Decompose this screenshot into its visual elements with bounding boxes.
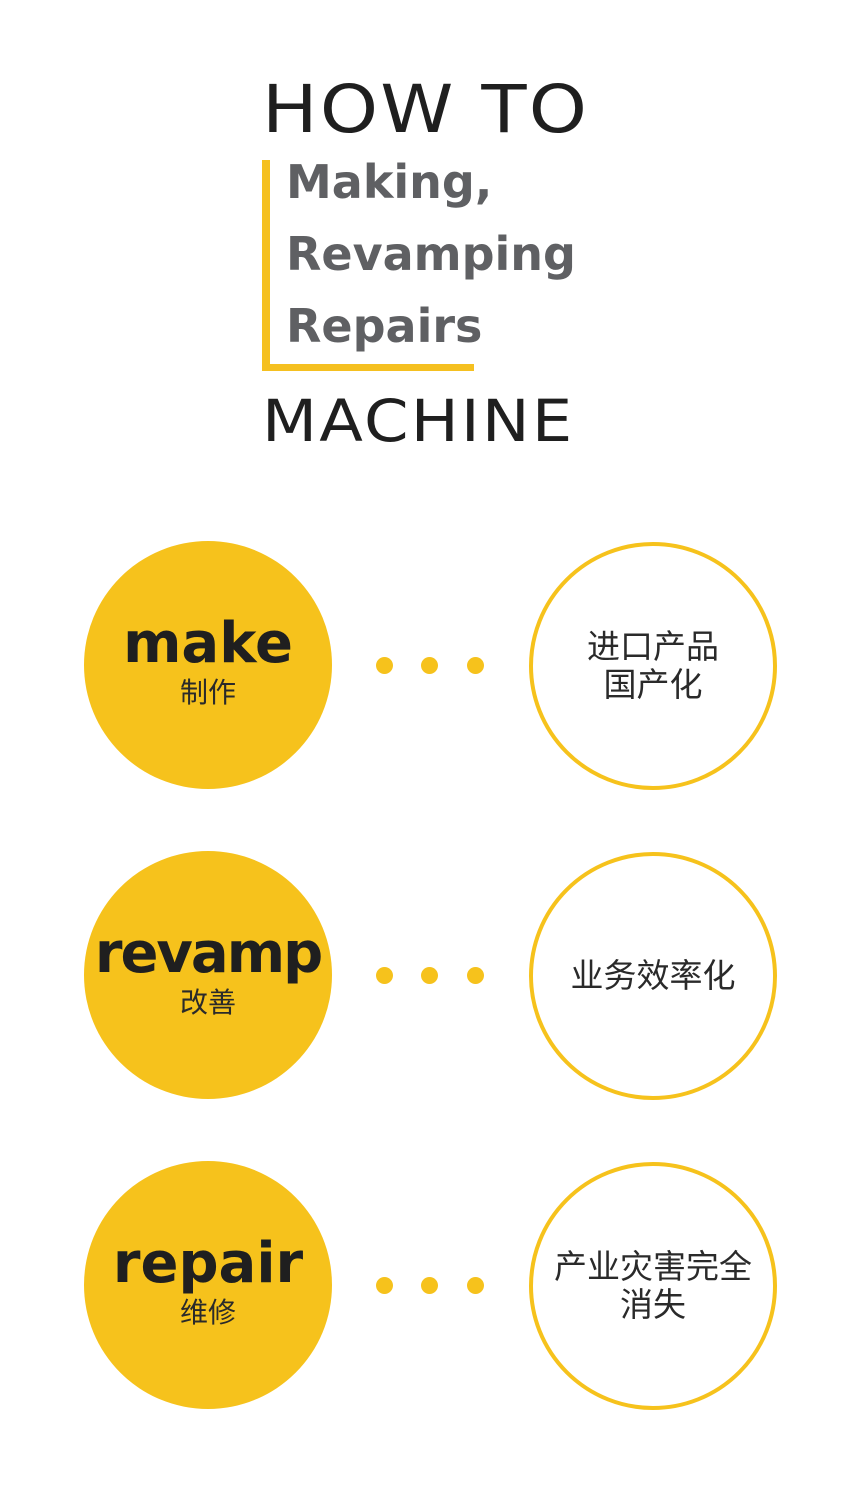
make-chinese-label: 制作 — [179, 676, 236, 709]
connector-dot — [376, 657, 393, 674]
repair-result-line-2: 消失 — [620, 1285, 686, 1324]
machine-title: MACHINE — [262, 387, 575, 455]
repair-result-text: 产业灾害完全 消失 — [546, 1248, 760, 1324]
subtitle-revamping: Revamping — [286, 227, 576, 281]
revamp-result-circle: 业务效率化 — [529, 852, 777, 1100]
connector-dot — [421, 1277, 438, 1294]
revamp-result-line-1: 业务效率化 — [570, 956, 736, 995]
connector-dot — [376, 1277, 393, 1294]
connector-dot — [467, 657, 484, 674]
subtitle-repairs: Repairs — [286, 299, 483, 353]
row-revamp: revamp 改善 业务效率化 — [0, 851, 860, 1101]
connector-dot — [376, 967, 393, 984]
connector-dot — [467, 1277, 484, 1294]
row-make: make 制作 进口产品 国产化 — [0, 541, 860, 791]
repair-chinese-label: 维修 — [179, 1296, 236, 1329]
subtitle-making: Making, — [286, 155, 493, 209]
repair-result-circle: 产业灾害完全 消失 — [529, 1162, 777, 1410]
make-result-line-1: 进口产品 — [587, 627, 719, 666]
connector-dot — [421, 967, 438, 984]
subtitle-block: Making, Revamping Repairs — [286, 146, 606, 362]
make-label: make — [123, 611, 293, 676]
repair-result-line-1: 产业灾害完全 — [554, 1247, 752, 1286]
accent-bracket-horizontal — [262, 364, 474, 371]
make-result-text: 进口产品 国产化 — [579, 628, 727, 704]
repair-label: repair — [112, 1231, 304, 1296]
revamp-result-text: 业务效率化 — [563, 957, 744, 995]
connector-dots — [376, 1277, 488, 1295]
revamp-label: revamp — [94, 921, 323, 986]
how-to-title: HOW TO — [262, 71, 590, 148]
repair-circle: repair 维修 — [84, 1161, 332, 1409]
connector-dots — [376, 657, 488, 675]
connector-dot — [467, 967, 484, 984]
revamp-chinese-label: 改善 — [179, 986, 236, 1019]
make-result-line-2: 国产化 — [603, 665, 703, 704]
connector-dots — [376, 967, 488, 985]
revamp-circle: revamp 改善 — [84, 851, 332, 1099]
make-result-circle: 进口产品 国产化 — [529, 542, 777, 790]
connector-dot — [421, 657, 438, 674]
make-circle: make 制作 — [84, 541, 332, 789]
accent-bracket-vertical — [262, 160, 270, 370]
row-repair: repair 维修 产业灾害完全 消失 — [0, 1161, 860, 1411]
